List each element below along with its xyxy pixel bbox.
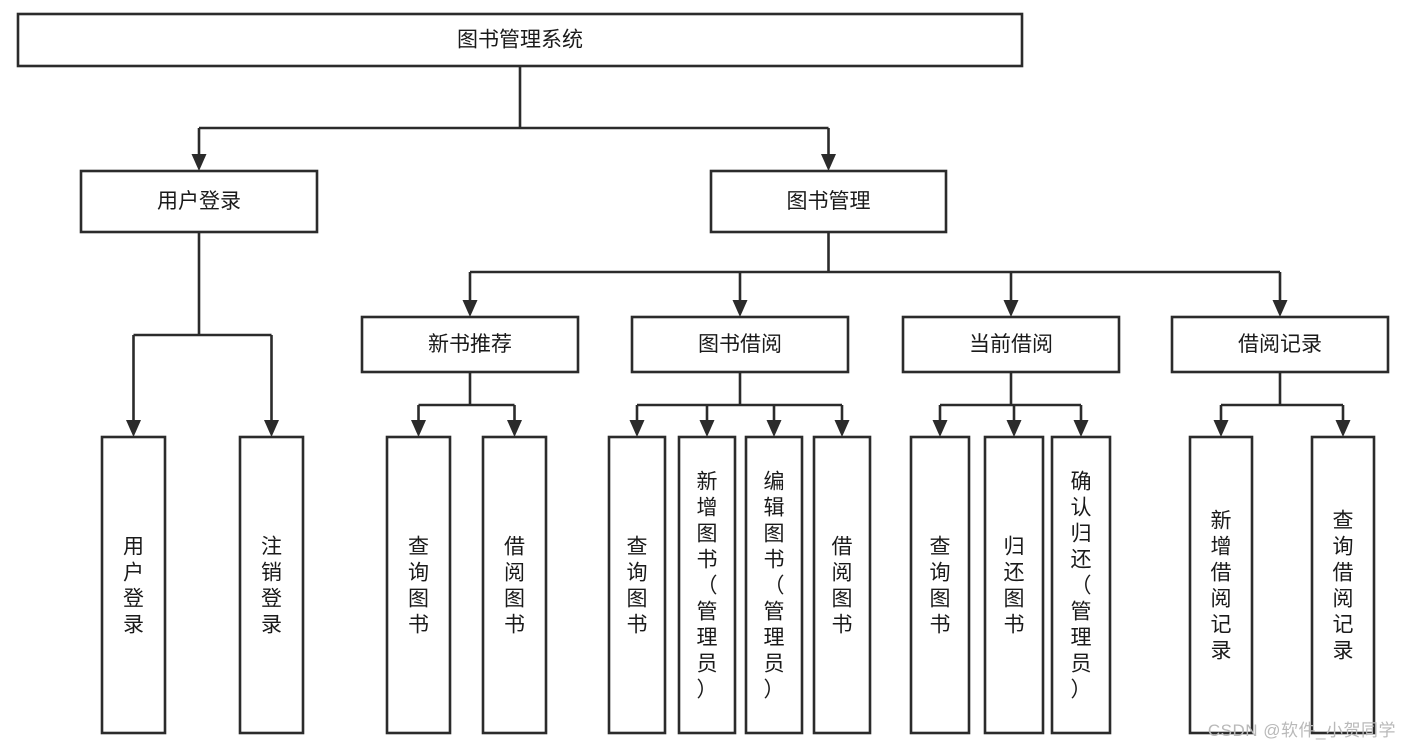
arrow-head-icon: [462, 300, 478, 317]
connector-layer: [126, 66, 1351, 437]
node-leaf-newbook-borrow[interactable]: 借阅图书: [481, 435, 548, 735]
node-label: 图书管理系统: [457, 29, 583, 52]
node-leaf-newbook-query[interactable]: 查询图书: [385, 435, 452, 735]
node-label: 注销登录: [261, 535, 282, 636]
node-leaf-borrow-edit[interactable]: 编辑图书（管理员）: [744, 435, 804, 735]
node-label: 图书借阅: [698, 333, 782, 356]
arrow-head-icon: [1272, 300, 1288, 317]
node-label: 借阅记录: [1238, 333, 1322, 356]
node-box: [812, 435, 872, 735]
node-label: 编辑图书（管理员）: [764, 470, 785, 701]
node-box: [677, 435, 737, 735]
arrow-head-icon: [629, 420, 645, 437]
connector-group-borrow: [629, 372, 850, 437]
node-label: 查询图书: [930, 535, 951, 636]
connector-group-current: [932, 372, 1089, 437]
node-label: 用户登录: [123, 535, 144, 636]
node-box: [983, 435, 1045, 735]
node-leaf-records-query[interactable]: 查询借阅记录: [1310, 435, 1376, 735]
node-box: [901, 315, 1121, 374]
node-leaf-user-login[interactable]: 用户登录: [100, 435, 167, 735]
node-label: 查询借阅记录: [1333, 509, 1354, 662]
node-leaf-borrow-add[interactable]: 新增图书（管理员）: [677, 435, 737, 735]
connector-group-newbook: [411, 372, 522, 437]
node-box: [16, 12, 1024, 68]
node-leaf-current-confirm[interactable]: 确认归还（管理员）: [1050, 435, 1112, 735]
connector-group-records: [1213, 372, 1351, 437]
arrow-head-icon: [507, 420, 522, 437]
arrow-head-icon: [732, 300, 748, 317]
node-label: 新增图书（管理员）: [697, 470, 718, 701]
node-label: 归还图书: [1004, 535, 1025, 636]
arrow-head-icon: [191, 154, 207, 171]
node-box: [100, 435, 167, 735]
node-box: [909, 435, 971, 735]
node-leaf-borrow-lend[interactable]: 借阅图书: [812, 435, 872, 735]
node-label: 借阅图书: [504, 535, 525, 636]
arrow-head-icon: [766, 420, 782, 437]
node-label: 确认归还（管理员）: [1071, 470, 1092, 701]
connector-group-login: [126, 232, 279, 437]
node-newbook[interactable]: 新书推荐: [360, 315, 580, 374]
node-label: 新书推荐: [428, 333, 512, 356]
node-box: [709, 169, 948, 234]
node-box: [1188, 435, 1254, 735]
node-leaf-borrow-query[interactable]: 查询图书: [607, 435, 667, 735]
connector-group-bookmgmt: [462, 232, 1288, 317]
arrow-head-icon: [699, 420, 715, 437]
arrow-head-icon: [264, 420, 279, 437]
node-box: [630, 315, 850, 374]
arrow-head-icon: [1335, 420, 1351, 437]
node-label: 借阅图书: [832, 535, 853, 636]
node-login[interactable]: 用户登录: [79, 169, 319, 234]
node-records[interactable]: 借阅记录: [1170, 315, 1390, 374]
node-box: [481, 435, 548, 735]
arrow-head-icon: [411, 420, 426, 437]
node-borrow[interactable]: 图书借阅: [630, 315, 850, 374]
node-leaf-current-query[interactable]: 查询图书: [909, 435, 971, 735]
node-label: 用户登录: [157, 190, 241, 213]
arrow-head-icon: [126, 420, 141, 437]
node-label: 查询图书: [627, 535, 648, 636]
node-leaf-current-return[interactable]: 归还图书: [983, 435, 1045, 735]
node-label: 查询图书: [408, 535, 429, 636]
node-box: [1050, 435, 1112, 735]
node-layer: 图书管理系统用户登录图书管理新书推荐图书借阅当前借阅借阅记录用户登录注销登录查询…: [16, 12, 1390, 735]
arrow-head-icon: [821, 154, 836, 171]
node-box: [607, 435, 667, 735]
node-box: [385, 435, 452, 735]
arrow-head-icon: [1003, 300, 1019, 317]
node-box: [744, 435, 804, 735]
node-bookmgmt[interactable]: 图书管理: [709, 169, 948, 234]
arrow-head-icon: [1213, 420, 1229, 437]
node-leaf-user-logout[interactable]: 注销登录: [238, 435, 305, 735]
arrow-head-icon: [1073, 420, 1089, 437]
node-box: [238, 435, 305, 735]
arrow-head-icon: [834, 420, 850, 437]
node-box: [1170, 315, 1390, 374]
node-root[interactable]: 图书管理系统: [16, 12, 1024, 68]
node-label: 当前借阅: [969, 333, 1053, 356]
connector-group-root: [191, 66, 836, 171]
node-label: 图书管理: [787, 190, 871, 213]
node-label: 新增借阅记录: [1211, 509, 1232, 662]
arrow-head-icon: [1006, 420, 1022, 437]
node-box: [1310, 435, 1376, 735]
node-box: [79, 169, 319, 234]
node-leaf-records-add[interactable]: 新增借阅记录: [1188, 435, 1254, 735]
arrow-head-icon: [932, 420, 948, 437]
node-box: [360, 315, 580, 374]
node-current[interactable]: 当前借阅: [901, 315, 1121, 374]
